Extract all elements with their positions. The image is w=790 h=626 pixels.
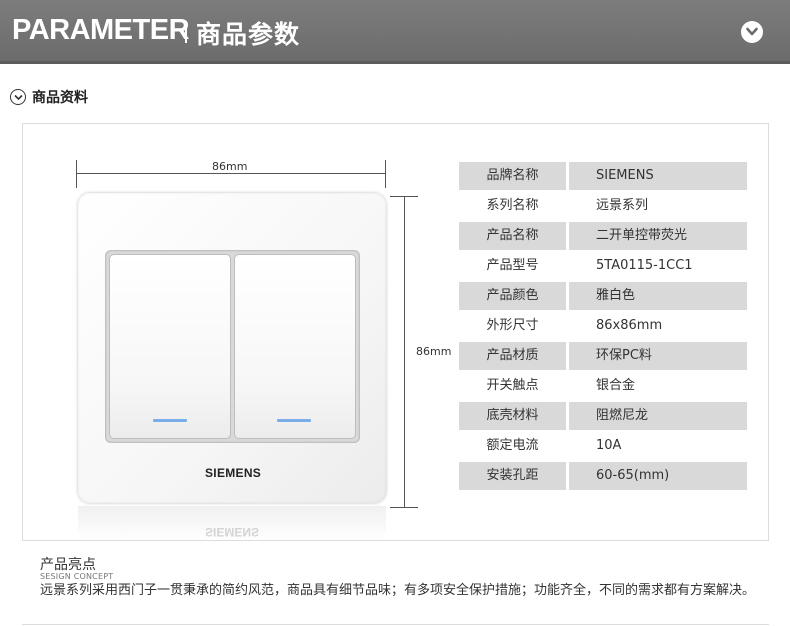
spec-key: 品牌名称 — [459, 162, 566, 190]
spec-value: 阻燃尼龙 — [569, 402, 747, 430]
highlight-body: 远景系列采用西门子一贯秉承的简约风范，商品具有细节品味；有多项安全保护措施；功能… — [40, 583, 756, 598]
spec-value: 5TA0115-1CC1 — [596, 258, 693, 273]
header-divider — [185, 21, 187, 43]
highlight-subtitle: SESIGN CONCEPT — [40, 572, 114, 581]
height-dimension-tick — [390, 507, 418, 508]
spec-value: 二开单控带荧光 — [569, 222, 747, 250]
header-title-cn: 商品参数 — [196, 20, 301, 49]
width-dimension-tick — [385, 160, 386, 188]
spec-row: 外形尺寸 86x86mm — [459, 312, 747, 342]
spec-row: 产品颜色雅白色 — [459, 282, 747, 312]
header-title-en: PARAMETER — [12, 14, 190, 46]
highlight-title: 产品亮点 — [40, 557, 96, 573]
spec-key: 开关触点 — [486, 378, 539, 393]
height-dimension-tick — [390, 196, 418, 197]
spec-row: 产品型号 5TA0115-1CC1 — [459, 252, 747, 282]
spec-value: 10A — [596, 438, 622, 453]
spec-value: 雅白色 — [569, 282, 747, 310]
page-header: PARAMETER 商品参数 — [0, 0, 790, 64]
spec-row: 产品名称二开单控带荧光 — [459, 222, 747, 252]
width-dimension-tick — [76, 160, 77, 188]
divider — [22, 624, 769, 625]
plate-reflection — [78, 506, 386, 540]
spec-key: 安装孔距 — [459, 462, 566, 490]
spec-row: 系列名称 远景系列 — [459, 192, 747, 222]
spec-key: 产品材质 — [459, 342, 566, 370]
spec-value: SIEMENS — [569, 162, 747, 190]
indicator-led — [277, 419, 311, 422]
right-rocker — [234, 254, 356, 439]
spec-value: 60-65(mm) — [569, 462, 747, 490]
spec-row: 产品材质环保PC料 — [459, 342, 747, 372]
spec-row: 底壳材料阻燃尼龙 — [459, 402, 747, 432]
spec-value: 86x86mm — [596, 318, 663, 333]
spec-key: 产品名称 — [459, 222, 566, 250]
spec-row: 开关触点 银合金 — [459, 372, 747, 402]
height-dimension-line — [404, 196, 405, 508]
spec-key: 外形尺寸 — [486, 318, 539, 333]
spec-key: 产品型号 — [486, 258, 539, 273]
spec-value: 银合金 — [596, 378, 636, 393]
brand-logo: SIEMENS — [205, 466, 262, 480]
spec-key: 额定电流 — [486, 438, 539, 453]
spec-value: 环保PC料 — [569, 342, 747, 370]
indicator-led — [153, 419, 187, 422]
spec-key: 系列名称 — [486, 198, 539, 213]
width-dimension-label: 86mm — [212, 160, 248, 173]
height-dimension-label: 86mm — [416, 345, 452, 358]
spec-key: 底壳材料 — [459, 402, 566, 430]
width-dimension-line — [76, 173, 386, 174]
brand-logo-reflection: SIEMENS — [205, 525, 260, 539]
chevron-down-icon[interactable] — [10, 89, 26, 105]
spec-value: 远景系列 — [596, 198, 649, 213]
chevron-down-icon[interactable] — [741, 21, 763, 43]
spec-row: 额定电流 10A — [459, 432, 747, 462]
section-title-label: 商品资料 — [32, 90, 88, 106]
left-rocker — [109, 254, 231, 439]
spec-key: 产品颜色 — [459, 282, 566, 310]
